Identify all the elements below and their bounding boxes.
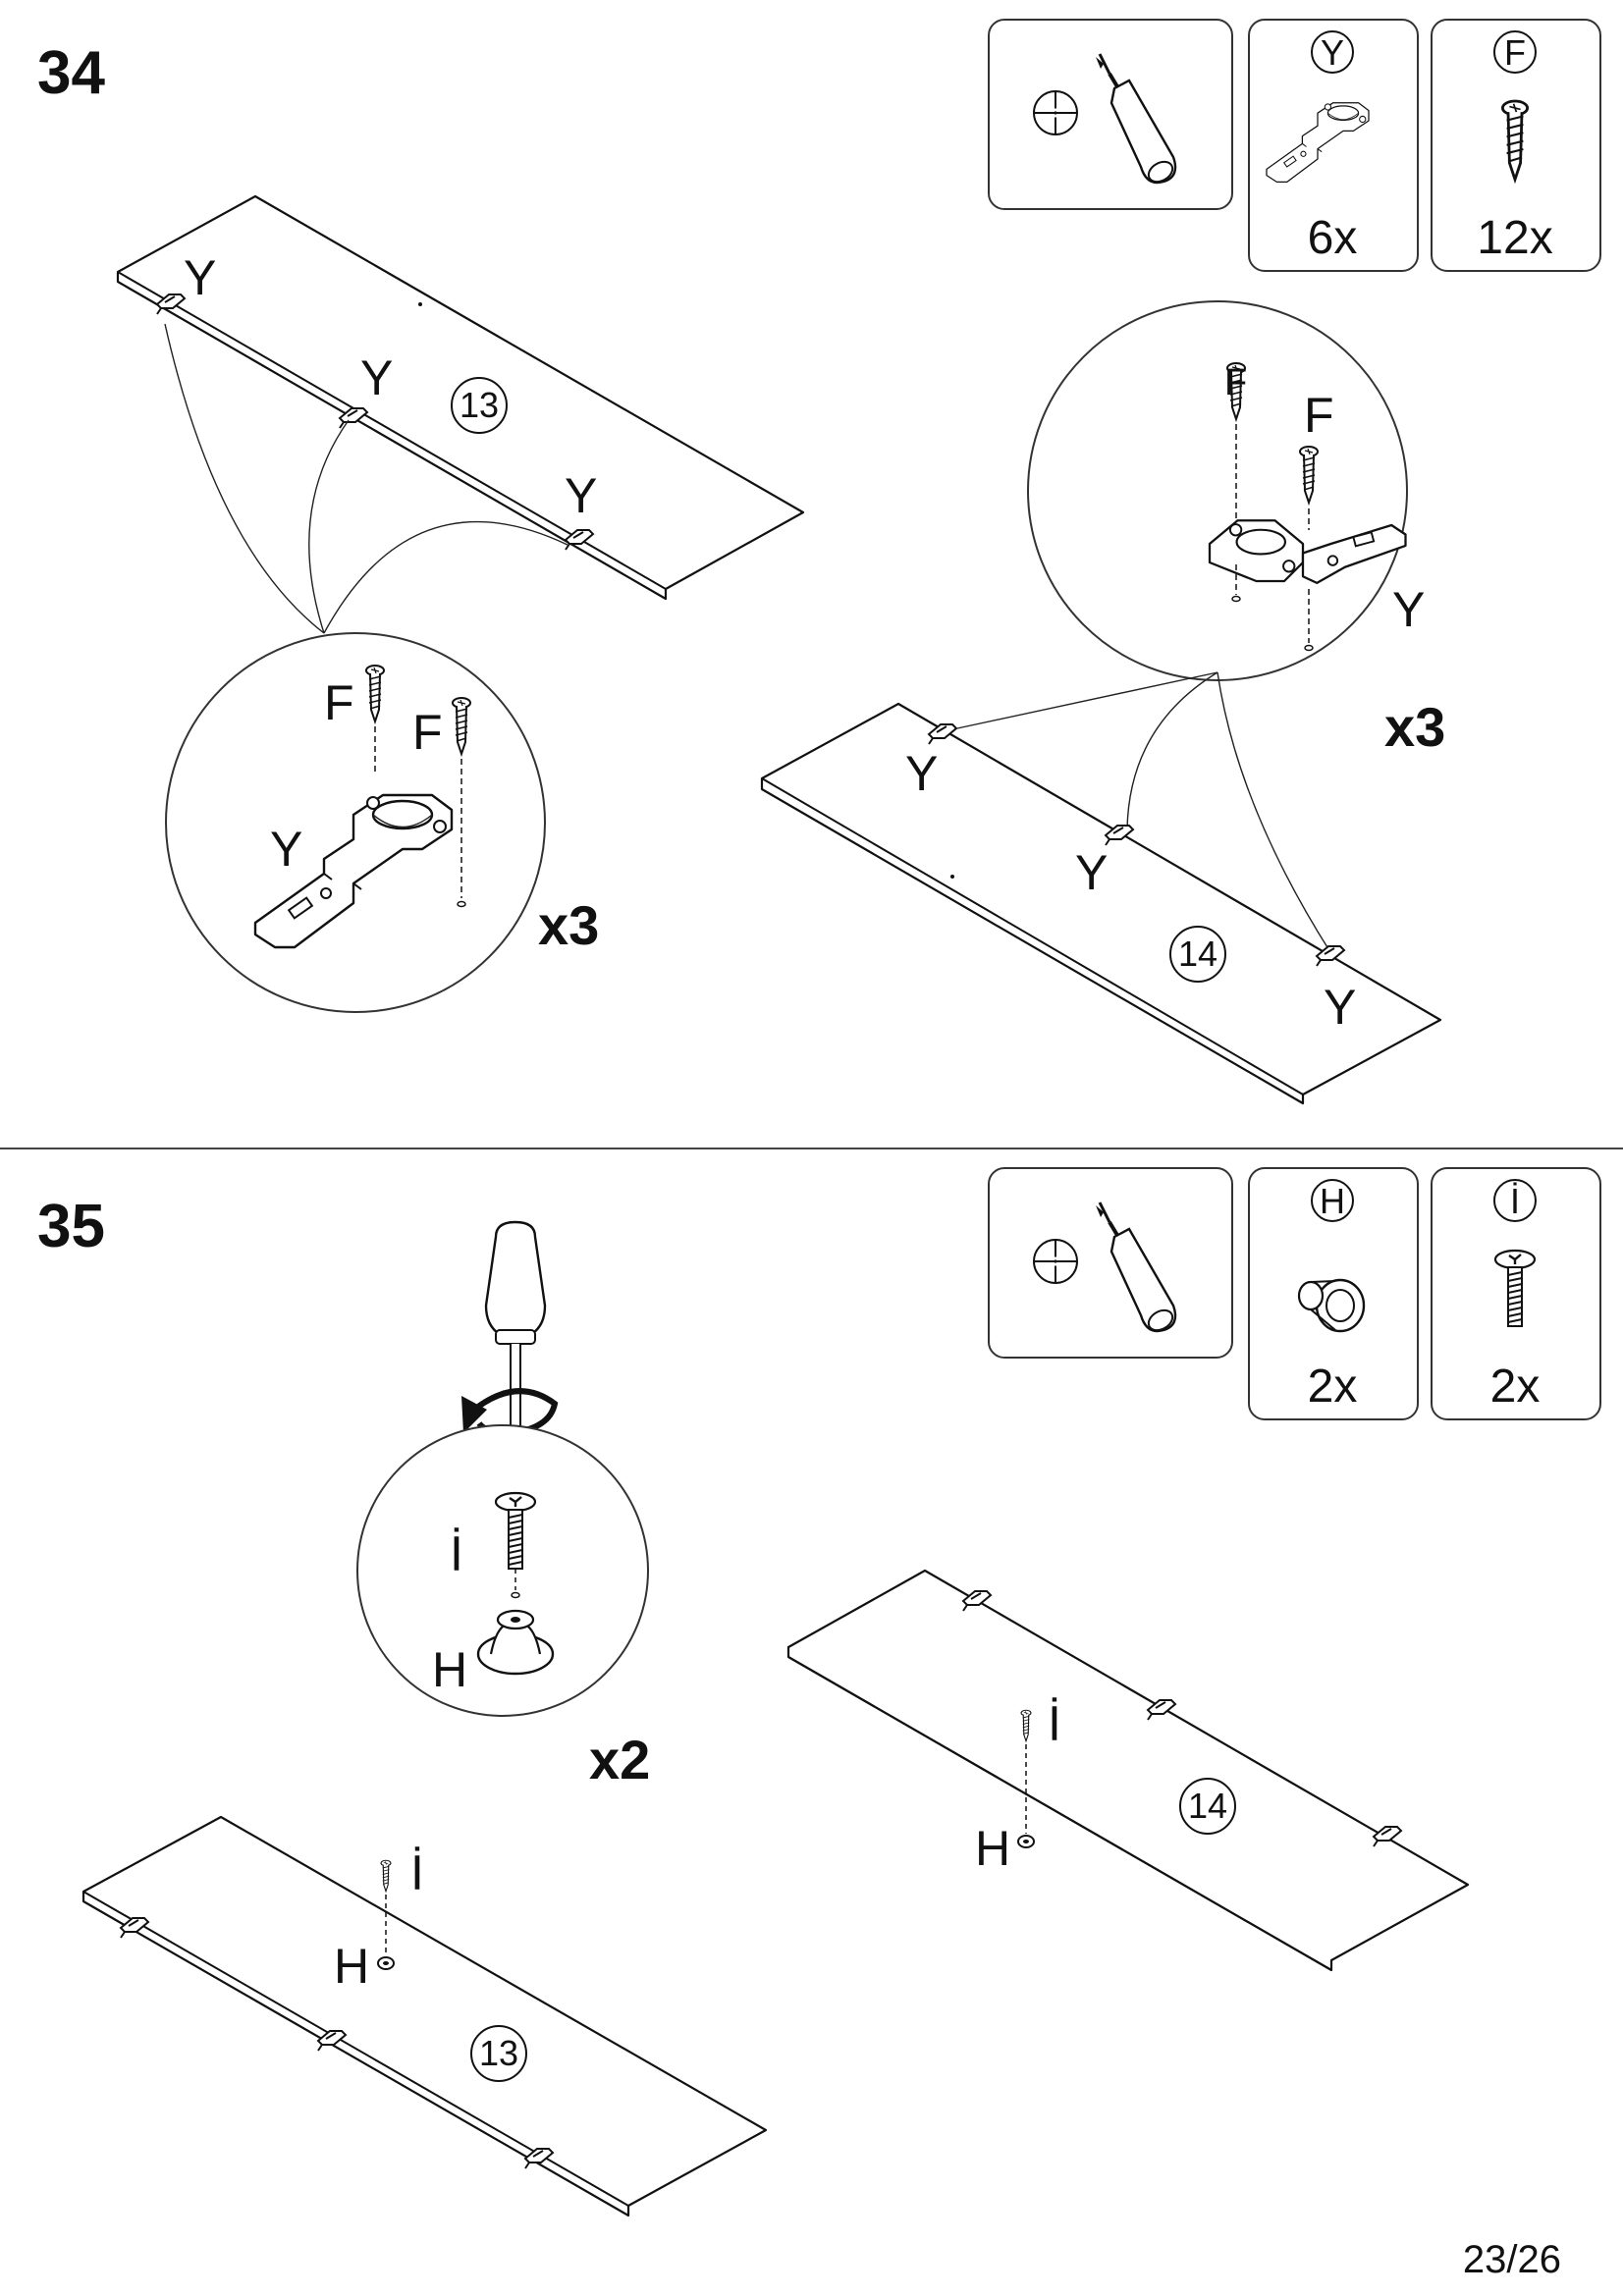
part-id: F xyxy=(1504,32,1526,73)
bolt-label: İ xyxy=(410,1845,424,1900)
step-number: 35 xyxy=(37,1193,105,1260)
part-qty: 2x xyxy=(1490,1361,1541,1413)
bolt-label: İ xyxy=(450,1526,463,1581)
panel-number: 14 xyxy=(1178,934,1217,974)
step-number: 34 xyxy=(37,39,105,107)
panel-number: 14 xyxy=(1188,1786,1227,1826)
part-box-bolt: İ 2x xyxy=(1431,1167,1601,1420)
panel-badge xyxy=(451,377,508,434)
hinge-label: Y xyxy=(184,250,216,305)
part-id: İ xyxy=(1510,1181,1520,1221)
part-qty: 2x xyxy=(1308,1361,1358,1413)
detail-magnifier xyxy=(356,1424,649,1717)
hinge-label: Y xyxy=(1324,980,1356,1035)
hinge-label: Y xyxy=(1392,582,1425,637)
part-qty: 6x xyxy=(1308,212,1358,264)
panel-number: 13 xyxy=(479,2033,518,2073)
part-qty: 12x xyxy=(1477,212,1552,264)
screw-label: F xyxy=(324,675,354,730)
screw-label: F xyxy=(1304,388,1334,443)
screw-label: F xyxy=(1224,362,1247,403)
panel-badge xyxy=(1169,926,1226,983)
hinge-label: Y xyxy=(270,822,302,877)
multiplier: x3 xyxy=(538,894,599,956)
detail-magnifier-right xyxy=(1027,300,1408,681)
screw-label: F xyxy=(412,705,443,760)
multiplier: x2 xyxy=(589,1729,650,1790)
panel-14-board xyxy=(760,702,1442,1105)
panel-number: 13 xyxy=(460,385,499,425)
panel-badge xyxy=(470,2025,527,2082)
part-box-screw: F 12x xyxy=(1431,19,1601,272)
knob-label: H xyxy=(432,1642,467,1697)
part-id: H xyxy=(1320,1181,1345,1221)
knob-detail-icon xyxy=(476,1609,555,1676)
panel-badge xyxy=(1179,1778,1236,1835)
screwdriver-with-rotation-icon xyxy=(461,1220,559,1466)
hinge-label: Y xyxy=(1075,845,1108,900)
knob-label: H xyxy=(334,1939,369,1994)
knob-label: H xyxy=(975,1821,1010,1876)
detail-magnifier-left xyxy=(165,632,546,1013)
part-box-knob: H 2x xyxy=(1248,1167,1419,1420)
multiplier: x3 xyxy=(1384,696,1445,758)
tool-box xyxy=(988,1167,1233,1359)
page-number: 23/26 xyxy=(1463,2238,1561,2281)
panel-13-board xyxy=(81,1815,768,2217)
tool-box xyxy=(988,19,1233,210)
panel-14-board xyxy=(786,1569,1470,1972)
hinge-label: Y xyxy=(565,468,597,523)
part-box-hinge: Y 6x xyxy=(1248,19,1419,272)
part-id: Y xyxy=(1321,32,1344,73)
hinge-label: Y xyxy=(905,746,938,801)
bolt-label: İ xyxy=(1048,1696,1061,1751)
hinge-label: Y xyxy=(360,350,393,405)
